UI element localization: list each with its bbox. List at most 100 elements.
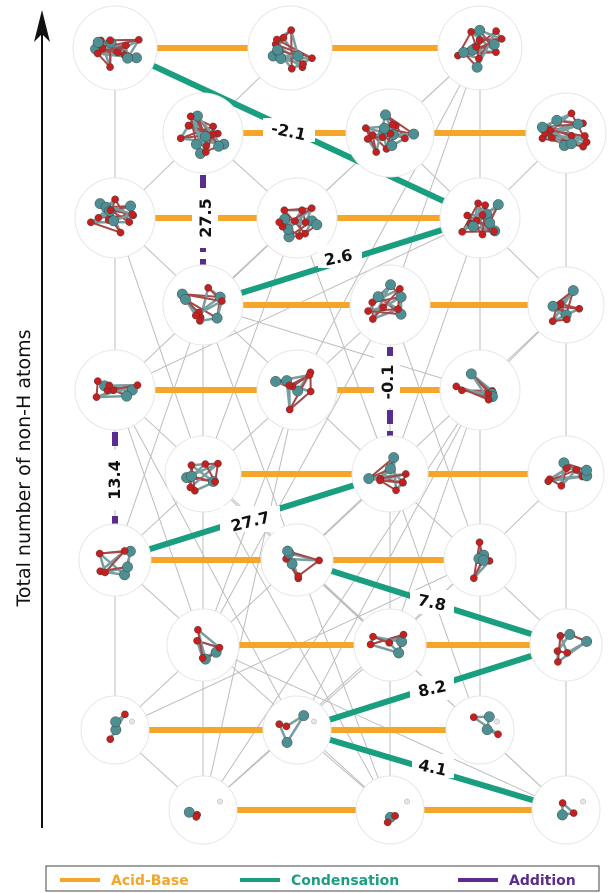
oxygen-atom bbox=[193, 636, 201, 645]
oxygen-atom bbox=[301, 218, 310, 227]
oxygen-atom bbox=[575, 304, 584, 313]
molecule-node-circle bbox=[355, 775, 425, 845]
oxygen-atom bbox=[399, 630, 408, 639]
oxygen-atom bbox=[95, 549, 104, 558]
oxygen-atom bbox=[544, 477, 553, 486]
silicon-atom bbox=[547, 300, 559, 312]
molecule-node bbox=[349, 264, 431, 346]
oxygen-atom bbox=[379, 303, 388, 312]
silicon-atom bbox=[363, 473, 375, 484]
oxygen-atom bbox=[548, 134, 556, 142]
oxygen-atom bbox=[366, 640, 375, 649]
molecule-node bbox=[74, 177, 156, 259]
oxygen-atom bbox=[363, 135, 372, 143]
network-edge bbox=[389, 217, 481, 475]
silicon-atom bbox=[481, 724, 493, 736]
molecule-node bbox=[527, 266, 605, 344]
oxygen-atom bbox=[125, 218, 134, 226]
oxygen-atom bbox=[548, 317, 557, 326]
oxygen-atom bbox=[106, 63, 114, 71]
network-edge bbox=[114, 473, 391, 731]
oxygen-atom bbox=[386, 129, 395, 138]
molecule-node bbox=[439, 177, 521, 259]
oxygen-atom bbox=[470, 574, 478, 583]
oxygen-atom bbox=[184, 121, 193, 130]
oxygen-atom bbox=[307, 204, 316, 212]
molecule-node bbox=[525, 92, 607, 174]
network-edge bbox=[296, 559, 391, 811]
silicon-atom bbox=[465, 368, 477, 380]
oxygen-atom bbox=[458, 228, 466, 236]
oxygen-atom bbox=[215, 643, 224, 652]
silicon-atom bbox=[110, 716, 122, 728]
molecule-node bbox=[256, 177, 338, 259]
molecule-bond bbox=[368, 456, 395, 480]
oxygen-atom bbox=[120, 547, 129, 555]
oxygen-atom bbox=[134, 36, 143, 44]
oxygen-atom bbox=[113, 48, 122, 57]
oxygen-atom bbox=[186, 483, 195, 492]
molecule-bond bbox=[276, 38, 313, 60]
molecule-bond bbox=[367, 310, 402, 316]
molecule-node bbox=[439, 349, 521, 431]
silicon-atom bbox=[536, 121, 548, 133]
hydrogen-atom bbox=[404, 798, 410, 805]
oxygen-atom bbox=[401, 134, 409, 143]
molecule-node bbox=[353, 608, 427, 682]
oxygen-atom bbox=[187, 461, 196, 470]
oxygen-atom bbox=[101, 568, 109, 577]
silicon-atom bbox=[272, 44, 283, 56]
network-edge bbox=[114, 217, 204, 475]
oxygen-atom bbox=[209, 122, 217, 131]
silicon-atom bbox=[199, 131, 211, 142]
oxygen-atom bbox=[285, 381, 294, 390]
silicon-atom bbox=[388, 452, 400, 464]
molecule-bond bbox=[384, 114, 415, 135]
molecule-node-circle bbox=[531, 775, 601, 845]
oxygen-atom bbox=[94, 214, 103, 222]
molecule-node bbox=[78, 523, 152, 597]
oxygen-atom bbox=[191, 311, 200, 320]
silicon-atom bbox=[386, 140, 398, 151]
oxygen-atom bbox=[569, 809, 578, 817]
oxygen-atom bbox=[87, 218, 95, 227]
molecule-bond bbox=[557, 640, 588, 663]
molecule-bond bbox=[184, 298, 218, 319]
oxygen-atom bbox=[133, 381, 142, 389]
edge-label-addition-3: 13.4 bbox=[105, 460, 124, 499]
silicon-atom bbox=[385, 279, 396, 291]
molecule-node bbox=[256, 349, 338, 431]
network-edge bbox=[202, 389, 298, 811]
silicon-atom bbox=[458, 47, 469, 58]
oxygen-atom bbox=[295, 232, 304, 240]
oxygen-atom bbox=[562, 464, 571, 473]
oxygen-atom bbox=[372, 148, 381, 156]
oxygen-atom bbox=[305, 371, 314, 379]
oxygen-atom bbox=[402, 470, 410, 478]
network-edge bbox=[389, 389, 481, 646]
oxygen-atom bbox=[388, 120, 397, 129]
y-axis-label: Total number of non-H atoms bbox=[13, 330, 35, 608]
legend-addition-label: Addition bbox=[509, 873, 576, 889]
silicon-atom bbox=[492, 199, 504, 211]
oxygen-atom bbox=[475, 36, 484, 44]
oxygen-atom bbox=[192, 813, 201, 821]
network-edge bbox=[114, 559, 391, 811]
molecule-node bbox=[351, 435, 429, 513]
silicon-atom bbox=[551, 114, 563, 126]
molecule-bond bbox=[90, 221, 121, 234]
oxygen-atom bbox=[315, 556, 323, 565]
molecule-node bbox=[445, 695, 515, 765]
oxygen-atom bbox=[294, 572, 302, 580]
oxygen-atom bbox=[198, 654, 207, 662]
edge-label-addition-1: 27.5 bbox=[196, 198, 215, 237]
silicon-atom bbox=[378, 122, 390, 134]
oxygen-atom bbox=[368, 131, 377, 139]
molecule-node bbox=[247, 5, 333, 91]
silicon-atom bbox=[393, 647, 405, 659]
molecule-node bbox=[355, 775, 425, 845]
oxygen-atom bbox=[478, 230, 487, 239]
oxygen-atom bbox=[579, 142, 587, 151]
oxygen-atom bbox=[121, 710, 129, 719]
oxygen-atom bbox=[492, 27, 500, 35]
